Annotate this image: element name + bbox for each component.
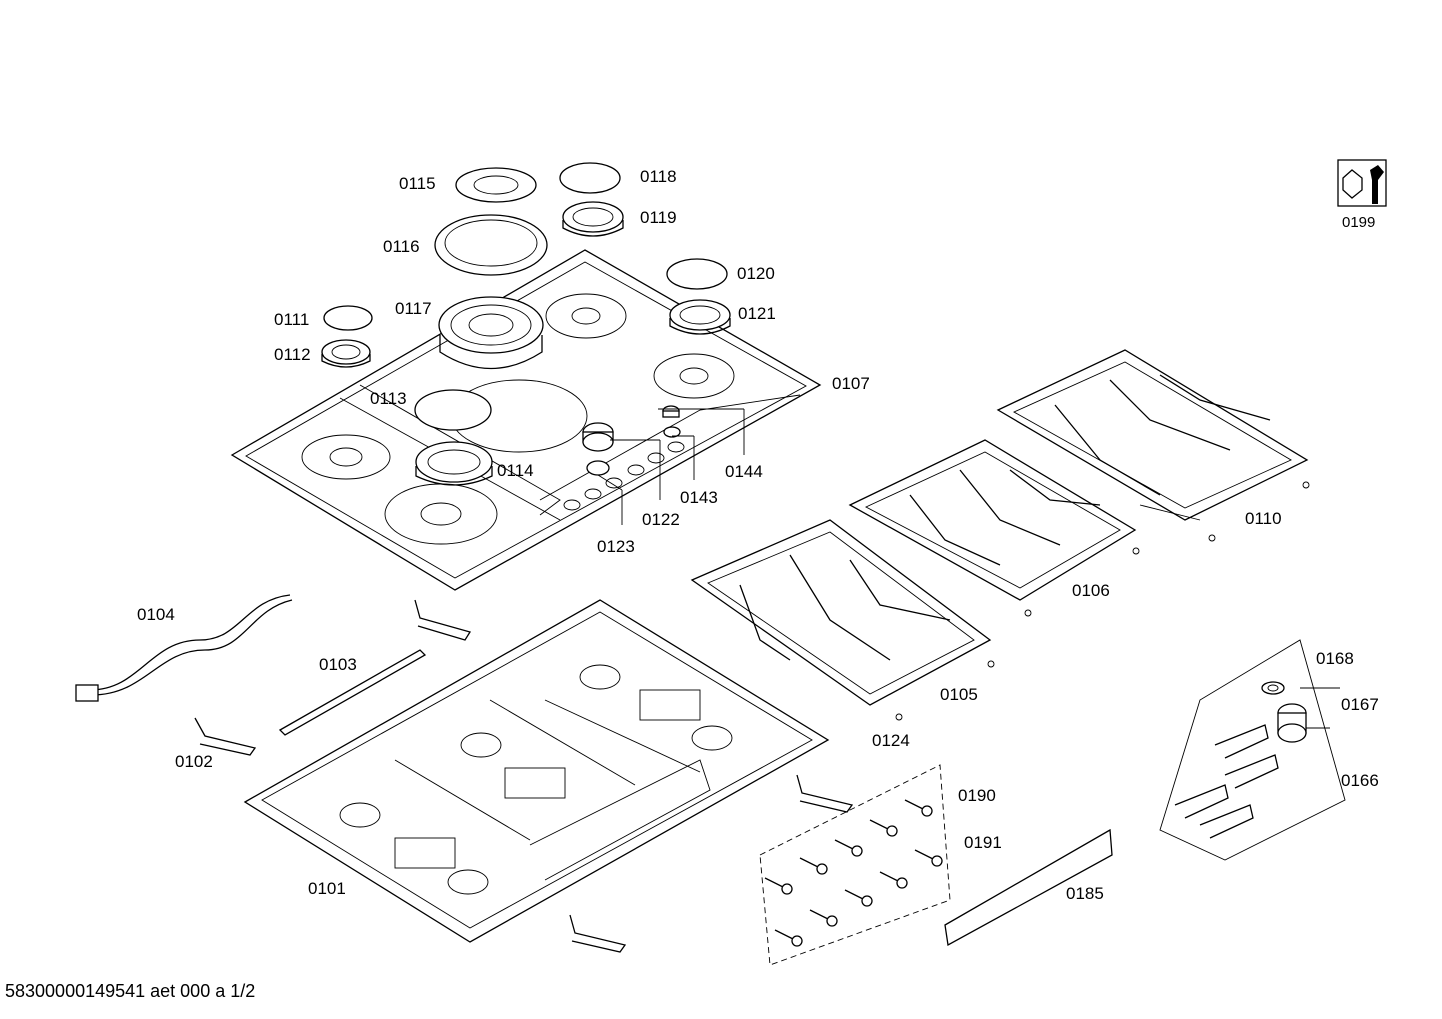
callout-0185: 0185 [1066,884,1104,903]
callout-0110: 0110 [1245,509,1282,528]
callout-0105: 0105 [940,685,978,704]
callout-0114: 0114 [497,461,534,480]
callout-0168: 0168 [1316,649,1354,668]
burner-caps [321,162,731,486]
callout-0166: 0166 [1341,771,1379,790]
drawing-reference-code: 58300000149541 aet 000 a 1/2 [5,981,256,1001]
callout-0112: 0112 [274,345,311,364]
callout-0113: 0113 [370,389,407,408]
hob-top-plate [230,249,822,591]
callout-0190: 0190 [958,786,996,805]
callout-0106: 0106 [1072,581,1110,600]
callout-0191: 0191 [964,833,1002,852]
callout-0117: 0117 [395,299,432,318]
wrench-icon [1337,159,1387,207]
callout-0121: 0121 [738,304,776,323]
callout-0167: 0167 [1341,695,1379,714]
callout-0122: 0122 [642,510,680,529]
callout-0103: 0103 [319,655,357,674]
callout-0124: 0124 [872,731,910,750]
callout-0104: 0104 [137,605,175,624]
callout-0115: 0115 [399,174,436,193]
callout-0120: 0120 [737,264,775,283]
base-tray [243,599,830,943]
callout-0123: 0123 [597,537,635,556]
callout-0144: 0144 [725,462,763,481]
callout-0199: 0199 [1342,214,1375,231]
callout-0107: 0107 [832,374,870,393]
callout-0119: 0119 [640,208,677,227]
callout-0116: 0116 [383,237,420,256]
callout-0102: 0102 [175,752,213,771]
conversion-kit [1159,639,1346,861]
leader-lines [597,408,1201,525]
screw-set [759,764,951,966]
callout-0101: 0101 [308,879,346,898]
seal-strip [944,828,1113,947]
small-parts [75,594,854,953]
callout-0143: 0143 [680,488,718,507]
callout-0111: 0111 [274,310,309,329]
callout-0118: 0118 [640,167,677,186]
callout-labels: 0115 0118 0119 0116 0120 0117 0111 0121 … [137,167,1379,903]
pan-supports [690,349,1310,721]
